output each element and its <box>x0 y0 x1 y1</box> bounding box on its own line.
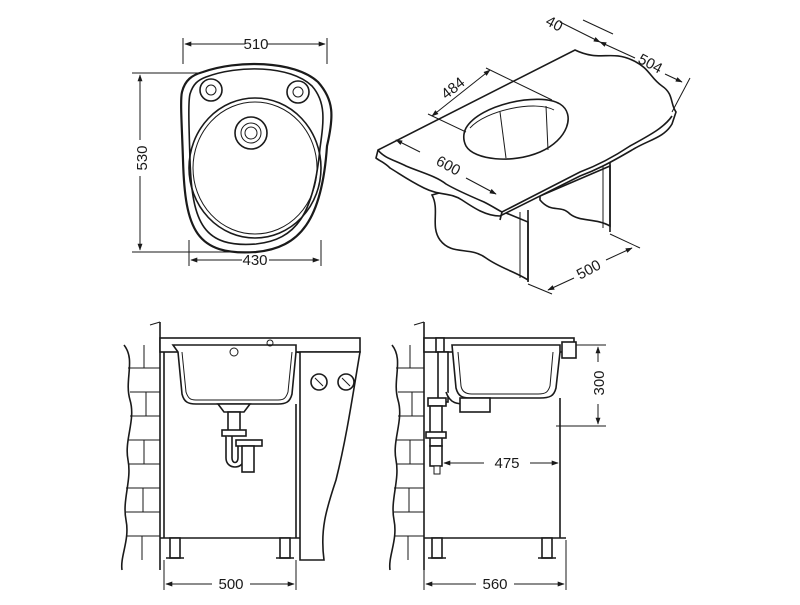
dim-top-thickness: 40 <box>543 13 614 43</box>
side-sink <box>423 337 577 399</box>
dim-bowl-width: 430 <box>188 240 322 269</box>
dim-side-cabinet: 560 <box>423 540 567 593</box>
tap-hole-front-right <box>337 373 355 391</box>
side-view: 300 475 560 <box>388 321 608 593</box>
tap-hole-left <box>199 78 223 102</box>
top-view-outline <box>180 62 333 254</box>
drain-offset-label: 475 <box>494 455 519 472</box>
tap-hole-right <box>286 80 310 104</box>
dim-top-height: 530 <box>132 72 250 253</box>
dim-side-depth: 300 <box>556 344 608 427</box>
side-cabinet <box>424 398 566 559</box>
overflow-hole <box>229 347 239 357</box>
top-height-label: 530 <box>134 145 151 170</box>
tap-hole-front-left <box>310 373 328 391</box>
side-depth-label: 300 <box>591 370 608 395</box>
top-view: 510 530 430 <box>132 36 333 269</box>
dim-top-width: 510 <box>182 36 328 64</box>
bowl-width-label: 430 <box>242 252 267 269</box>
front-siphon <box>216 403 263 473</box>
dim-front-width: 500 <box>163 560 297 593</box>
iso-countertop <box>375 49 677 221</box>
front-sink <box>159 337 361 561</box>
iso-view: 484 40 504 600 500 <box>375 13 691 295</box>
top-width-label: 510 <box>243 36 268 53</box>
front-width-label: 500 <box>218 576 243 593</box>
dim-drain-offset: 475 <box>443 455 559 472</box>
top-thickness-label: 40 <box>543 13 566 36</box>
front-view: 500 <box>120 321 361 593</box>
drain-outlet <box>234 116 268 150</box>
side-cabinet-label: 560 <box>482 576 507 593</box>
cutout-label: 484 <box>438 74 468 103</box>
front-brick-wall <box>120 321 161 571</box>
dim-cabinet-iso: 500 <box>527 233 641 295</box>
front-cabinet <box>160 352 300 559</box>
cabinet-iso-label: 500 <box>574 257 604 284</box>
side-drain-pipe <box>425 337 491 475</box>
side-brick-wall <box>388 321 425 571</box>
